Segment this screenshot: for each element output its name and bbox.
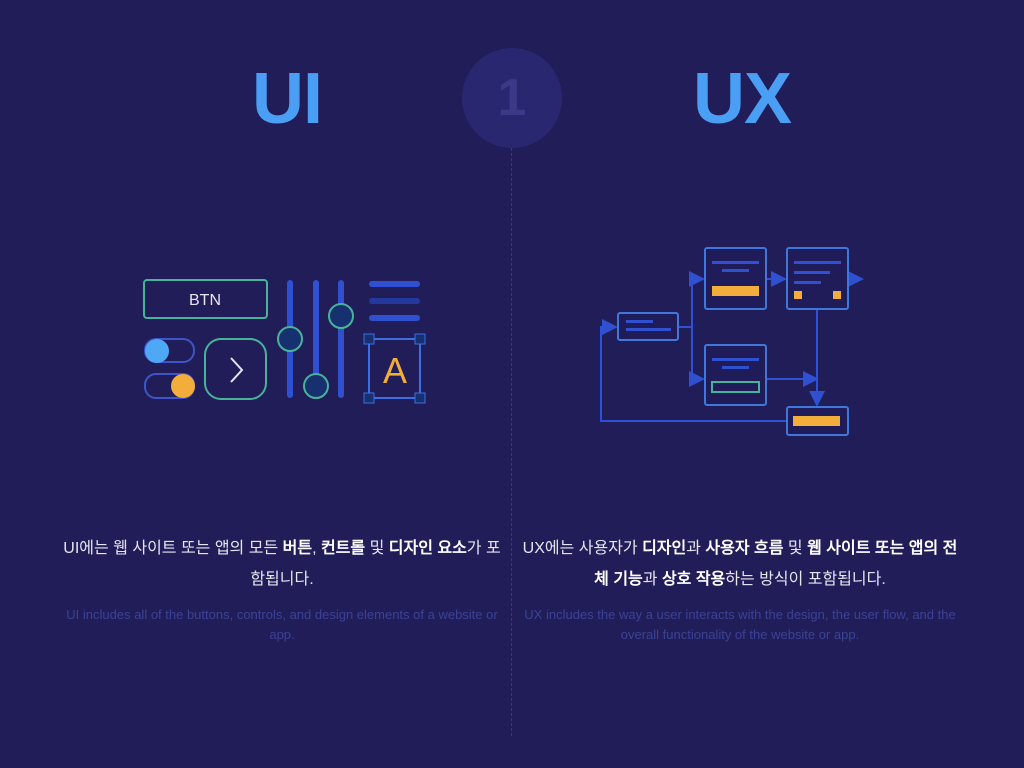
ui-description-en: UI includes all of the buttons, controls… (66, 607, 498, 642)
btn-label: BTN (189, 292, 221, 309)
step-number-badge: 1 (462, 48, 562, 148)
letter-a: A (383, 350, 407, 391)
ux-title: UX (692, 59, 792, 139)
btn-shape (143, 279, 268, 319)
ui-description: UI에는 웹 사이트 또는 앱의 모든 버튼, 컨트롤 및 디자인 요소가 포함… (62, 533, 502, 645)
slider-knob (328, 303, 354, 329)
ux-flow-illustration (600, 247, 864, 436)
ui-description-ko: UI에는 웹 사이트 또는 앱의 모든 버튼, 컨트롤 및 디자인 요소가 포함… (63, 540, 501, 588)
chevron-right-icon (230, 357, 244, 383)
slider-knob (277, 326, 303, 352)
toggle-off (144, 338, 195, 363)
chevron-button-shape (204, 338, 267, 400)
center-divider (511, 148, 512, 736)
text-box-frame (368, 338, 421, 399)
ux-description-en: UX includes the way a user interacts wit… (524, 607, 956, 642)
ux-description-ko: UX에는 사용자가 디자인과 사용자 흐름 및 웹 사이트 또는 앱의 전체 기… (522, 540, 958, 588)
slider-knob (303, 373, 329, 399)
ux-description: UX에는 사용자가 디자인과 사용자 흐름 및 웹 사이트 또는 앱의 전체 기… (520, 533, 960, 645)
ui-title: UI (252, 59, 323, 139)
ui-illustration: BTN A (143, 279, 426, 404)
